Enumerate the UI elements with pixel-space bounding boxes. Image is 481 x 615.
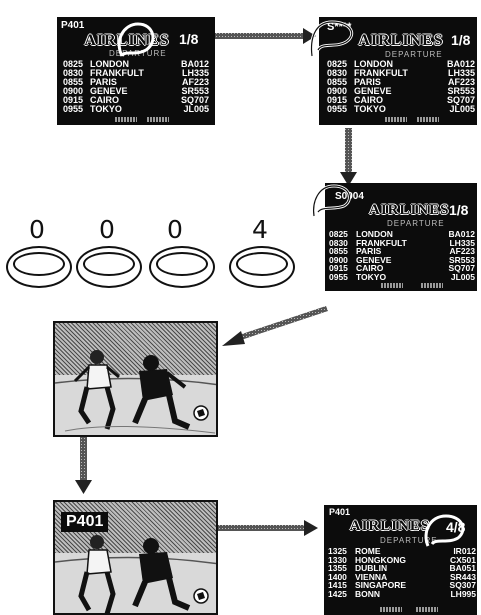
footer-stripe [115,117,137,122]
page-number: P401 [329,507,350,517]
page-counter: 1/8 [179,31,198,47]
highlight-loop [308,180,358,220]
page-counter: 1/8 [451,32,470,48]
airlines-title: AIRLINES [353,33,449,49]
tv-picture-football [53,321,218,437]
page-number: P401 [61,20,84,31]
departure-subtitle: DEPARTURE [385,50,443,59]
remote-key-0[interactable] [6,246,72,288]
highlight-loop [112,20,162,60]
arrow-tv-to-d [216,520,318,536]
footer-stripe [385,117,407,122]
arrow-a-to-b [215,28,316,44]
departure-subtitle: DEPARTURE [387,219,445,228]
footer-stripe [421,283,443,288]
arrow-tv-to-tv [75,436,92,494]
key-digit-label: 0 [17,215,57,244]
arrow-b-to-c [340,128,357,186]
highlight-loop [420,510,472,550]
highlight-loop [306,16,362,60]
football-players-illustration [55,323,218,437]
footer-stripe [147,117,169,122]
arrow-c-to-tv [222,306,328,346]
footer-stripe [416,607,438,612]
key-digit-label: 4 [240,215,280,244]
remote-key-0[interactable] [149,246,215,288]
tv-picture-football-with-page: P401 [53,500,218,615]
remote-key-4[interactable] [229,246,295,288]
page-counter: 1/8 [449,202,468,218]
footer-stripe [381,283,403,288]
remote-key-0[interactable] [76,246,142,288]
airlines-title: AIRLINES [369,203,449,218]
page-number-overlay: P401 [61,512,108,532]
footer-stripe [417,117,439,122]
key-digit-label: 0 [155,215,195,244]
key-digit-label: 0 [87,215,127,244]
footer-stripe [380,607,402,612]
